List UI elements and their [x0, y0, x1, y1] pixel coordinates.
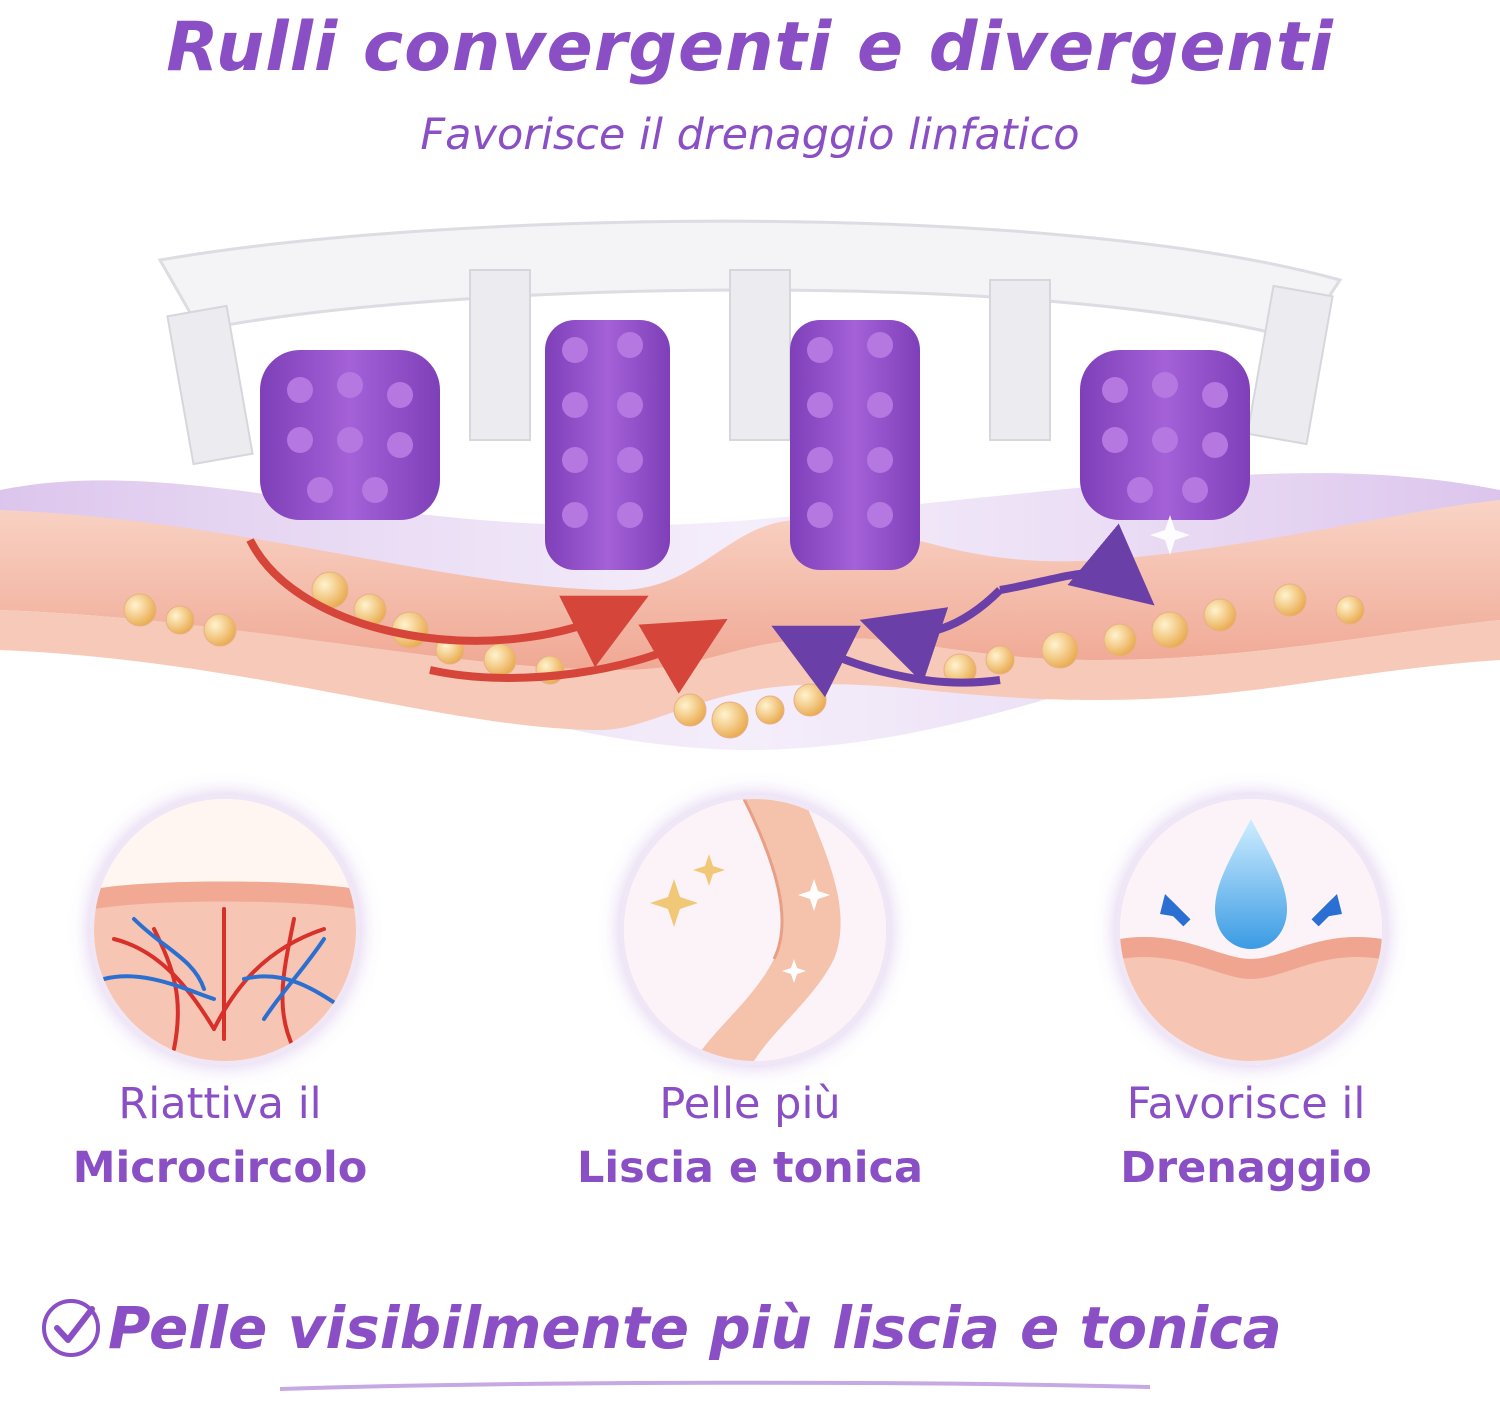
roller-3: [790, 320, 920, 570]
blood-vessels-icon: [90, 795, 360, 1065]
footer-claim: Pelle visibilmente più liscia e tonica: [108, 1294, 1282, 1362]
page-subtitle: Favorisce il drenaggio linfatico: [420, 110, 1080, 160]
benefit-1-line1: Riattiva il: [118, 1079, 322, 1129]
decorative-underline: [280, 1380, 1150, 1391]
benefit-3-line1: Favorisce il: [1126, 1079, 1366, 1129]
footer-banner: Pelle visibilmente più liscia e tonica: [0, 1285, 1500, 1414]
check-circle-icon: [42, 1299, 100, 1357]
roller-2: [545, 320, 670, 570]
smooth-leg-icon: [620, 795, 890, 1065]
fat-cells: [123, 571, 1365, 739]
benefit-2-line1: Pelle più: [659, 1079, 841, 1129]
roller-1: [260, 350, 440, 520]
benefit-1-line2: Microcircolo: [72, 1143, 368, 1193]
benefit-3-line2: Drenaggio: [1120, 1143, 1372, 1193]
page-title: Rulli convergenti e divergenti: [166, 8, 1334, 87]
massage-rollers-skin-illustration: [0, 190, 1500, 780]
roller-4: [1080, 350, 1250, 520]
benefit-2-line2: Liscia e tonica: [576, 1143, 924, 1193]
water-drop-drainage-icon: [1116, 795, 1386, 1065]
